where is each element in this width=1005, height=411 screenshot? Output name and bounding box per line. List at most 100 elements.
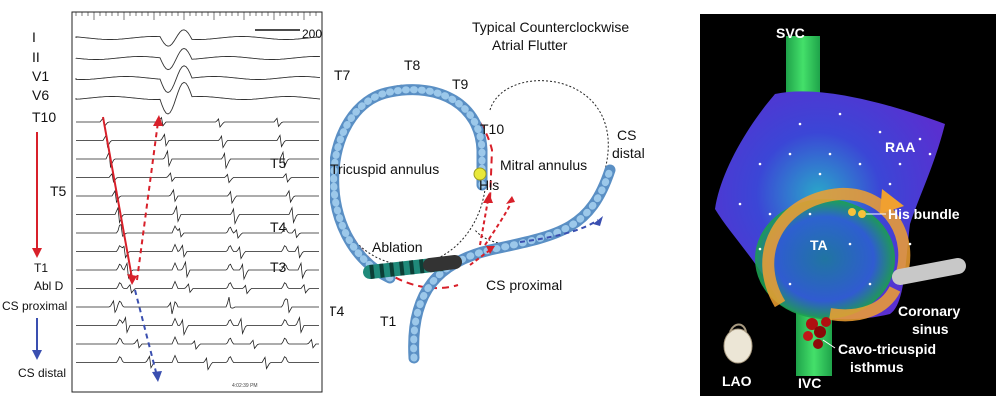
pole-T4: T4 [330, 303, 345, 319]
lateral-arrowhead [506, 196, 515, 204]
mapping-point [788, 152, 792, 156]
channel-label-V1: V1 [32, 68, 49, 84]
electrogram-svg: 200 I II V1 V6 T10 T5 T4 T3 T1 Abl D CS … [2, 11, 323, 393]
pole-T8: T8 [404, 57, 421, 73]
his-bundle-marker-1 [848, 208, 856, 216]
channel-label-T3: T3 [270, 259, 287, 275]
mapping-points [738, 112, 932, 286]
mapping-point [848, 242, 852, 246]
channel-label-V6: V6 [32, 87, 49, 103]
halo-catheter-electrodes [330, 86, 486, 282]
ablation-tip [423, 255, 462, 272]
his-arrowhead [483, 193, 493, 203]
mapping-point [898, 162, 902, 166]
cs-activation-arrow [519, 219, 599, 243]
intracardiac-trace [76, 243, 319, 260]
wavefront-arc-lower [829, 285, 901, 322]
his-bundle-marker-2 [858, 210, 866, 218]
coronary-sinus-label-1: Coronary [898, 303, 960, 319]
intracardiac-trace [76, 297, 319, 315]
surface-ecg-trace [75, 48, 321, 71]
mapping-point [918, 137, 922, 141]
lao-label: LAO [722, 373, 752, 389]
mapping-point [878, 130, 882, 134]
time-ticks [75, 12, 317, 20]
mapping-point [798, 122, 802, 126]
cs-distal-label-2: distal [612, 145, 645, 161]
tricuspid-annulus-label: Tricuspid annulus [330, 161, 439, 177]
intracardiac-trace [76, 172, 319, 184]
isthmus-arrowhead-1 [486, 246, 495, 254]
mapping-point [888, 182, 892, 186]
svc-label: SVC [776, 25, 805, 41]
mapping-point [868, 282, 872, 286]
lateral-arrow [484, 204, 511, 246]
channel-label-T5-left: T5 [50, 183, 67, 199]
channel-label-T10: T10 [32, 109, 56, 125]
electrogram-traces [75, 29, 321, 371]
channel-label-II: II [32, 49, 40, 65]
mapping-point [818, 172, 822, 176]
activation-arrow-blue-dashed [134, 289, 158, 377]
intracardiac-trace [76, 316, 319, 337]
tracing-frame [71, 11, 323, 393]
surface-ecg-trace [75, 81, 321, 115]
ablation-label: Ablation [372, 239, 423, 255]
pole-T7: T7 [334, 67, 351, 83]
mapping-point [808, 212, 812, 216]
his-label: His [479, 177, 499, 193]
wavefront-arrowhead-top [880, 189, 904, 214]
intracardiac-trace [76, 335, 319, 350]
mapping-point [738, 202, 742, 206]
diagram-title-line1: Typical Counterclockwise [472, 19, 629, 35]
mapping-point [768, 212, 772, 216]
ta-label: TA [810, 237, 828, 253]
coronary-sinus-catheter [892, 258, 966, 285]
intracardiac-trace [76, 116, 319, 128]
electroanatomic-map-panel: SVC RAA His bundle TA Coronary sinus Cav… [700, 14, 996, 396]
intracardiac-trace [76, 354, 319, 371]
cti-lesions [803, 317, 831, 349]
mapping-point [788, 282, 792, 286]
flutter-diagram-svg: Typical Counterclockwise Atrial Flutter [282, 19, 645, 364]
mapping-point [908, 242, 912, 246]
electroanatomic-map-svg: SVC RAA His bundle TA Coronary sinus Cav… [715, 25, 966, 391]
mapping-point [928, 152, 932, 156]
activation-arrowhead-blue-dashed [152, 371, 162, 382]
mapping-point [838, 112, 842, 116]
activation-arrowhead-dashed [153, 115, 163, 126]
coronary-sinus-label-2: sinus [912, 321, 949, 337]
channel-label-cs-distal: CS distal [18, 366, 66, 380]
ivc-label: IVC [798, 375, 821, 391]
intracardiac-trace [76, 224, 319, 239]
mapping-point [858, 162, 862, 166]
intracardiac-trace [76, 188, 319, 205]
intracardiac-trace [76, 280, 319, 295]
intracardiac-trace [76, 205, 319, 226]
mapping-point [828, 152, 832, 156]
lao-heart-icon [723, 323, 753, 364]
diagram-title-line2: Atrial Flutter [492, 37, 568, 53]
intracardiac-trace [76, 133, 319, 149]
cti-label-1: Cavo-tricuspid [838, 341, 936, 357]
channel-label-I: I [32, 29, 36, 45]
wavefront-arc [762, 187, 911, 308]
timestamp: 4:02:39 PM [232, 383, 258, 389]
sequence-arrowhead-blue [32, 350, 42, 360]
his-marker [473, 167, 487, 181]
cs-proximal-label: CS proximal [486, 277, 562, 293]
intracardiac-trace [76, 260, 319, 281]
intracardiac-trace [76, 149, 319, 170]
sequence-arrowhead-red [32, 248, 42, 258]
mitral-annulus-label: Mitral annulus [500, 157, 587, 173]
tricuspid-annulus-region [755, 199, 895, 319]
cs-activation-arrowhead [593, 216, 603, 226]
flutter-diagram-panel: Typical Counterclockwise Atrial Flutter [282, 0, 700, 406]
activation-arrowhead-solid [127, 274, 137, 285]
electrogram-panel: 200 I II V1 V6 T10 T5 T4 T3 T1 Abl D CS … [0, 0, 330, 406]
cs-distal-label-1: CS [617, 127, 636, 143]
channel-label-cs-proximal: CS proximal [2, 299, 67, 313]
pole-T10: T10 [480, 121, 504, 137]
surface-ecg-trace [75, 65, 321, 94]
surface-ecg-trace [75, 29, 321, 47]
